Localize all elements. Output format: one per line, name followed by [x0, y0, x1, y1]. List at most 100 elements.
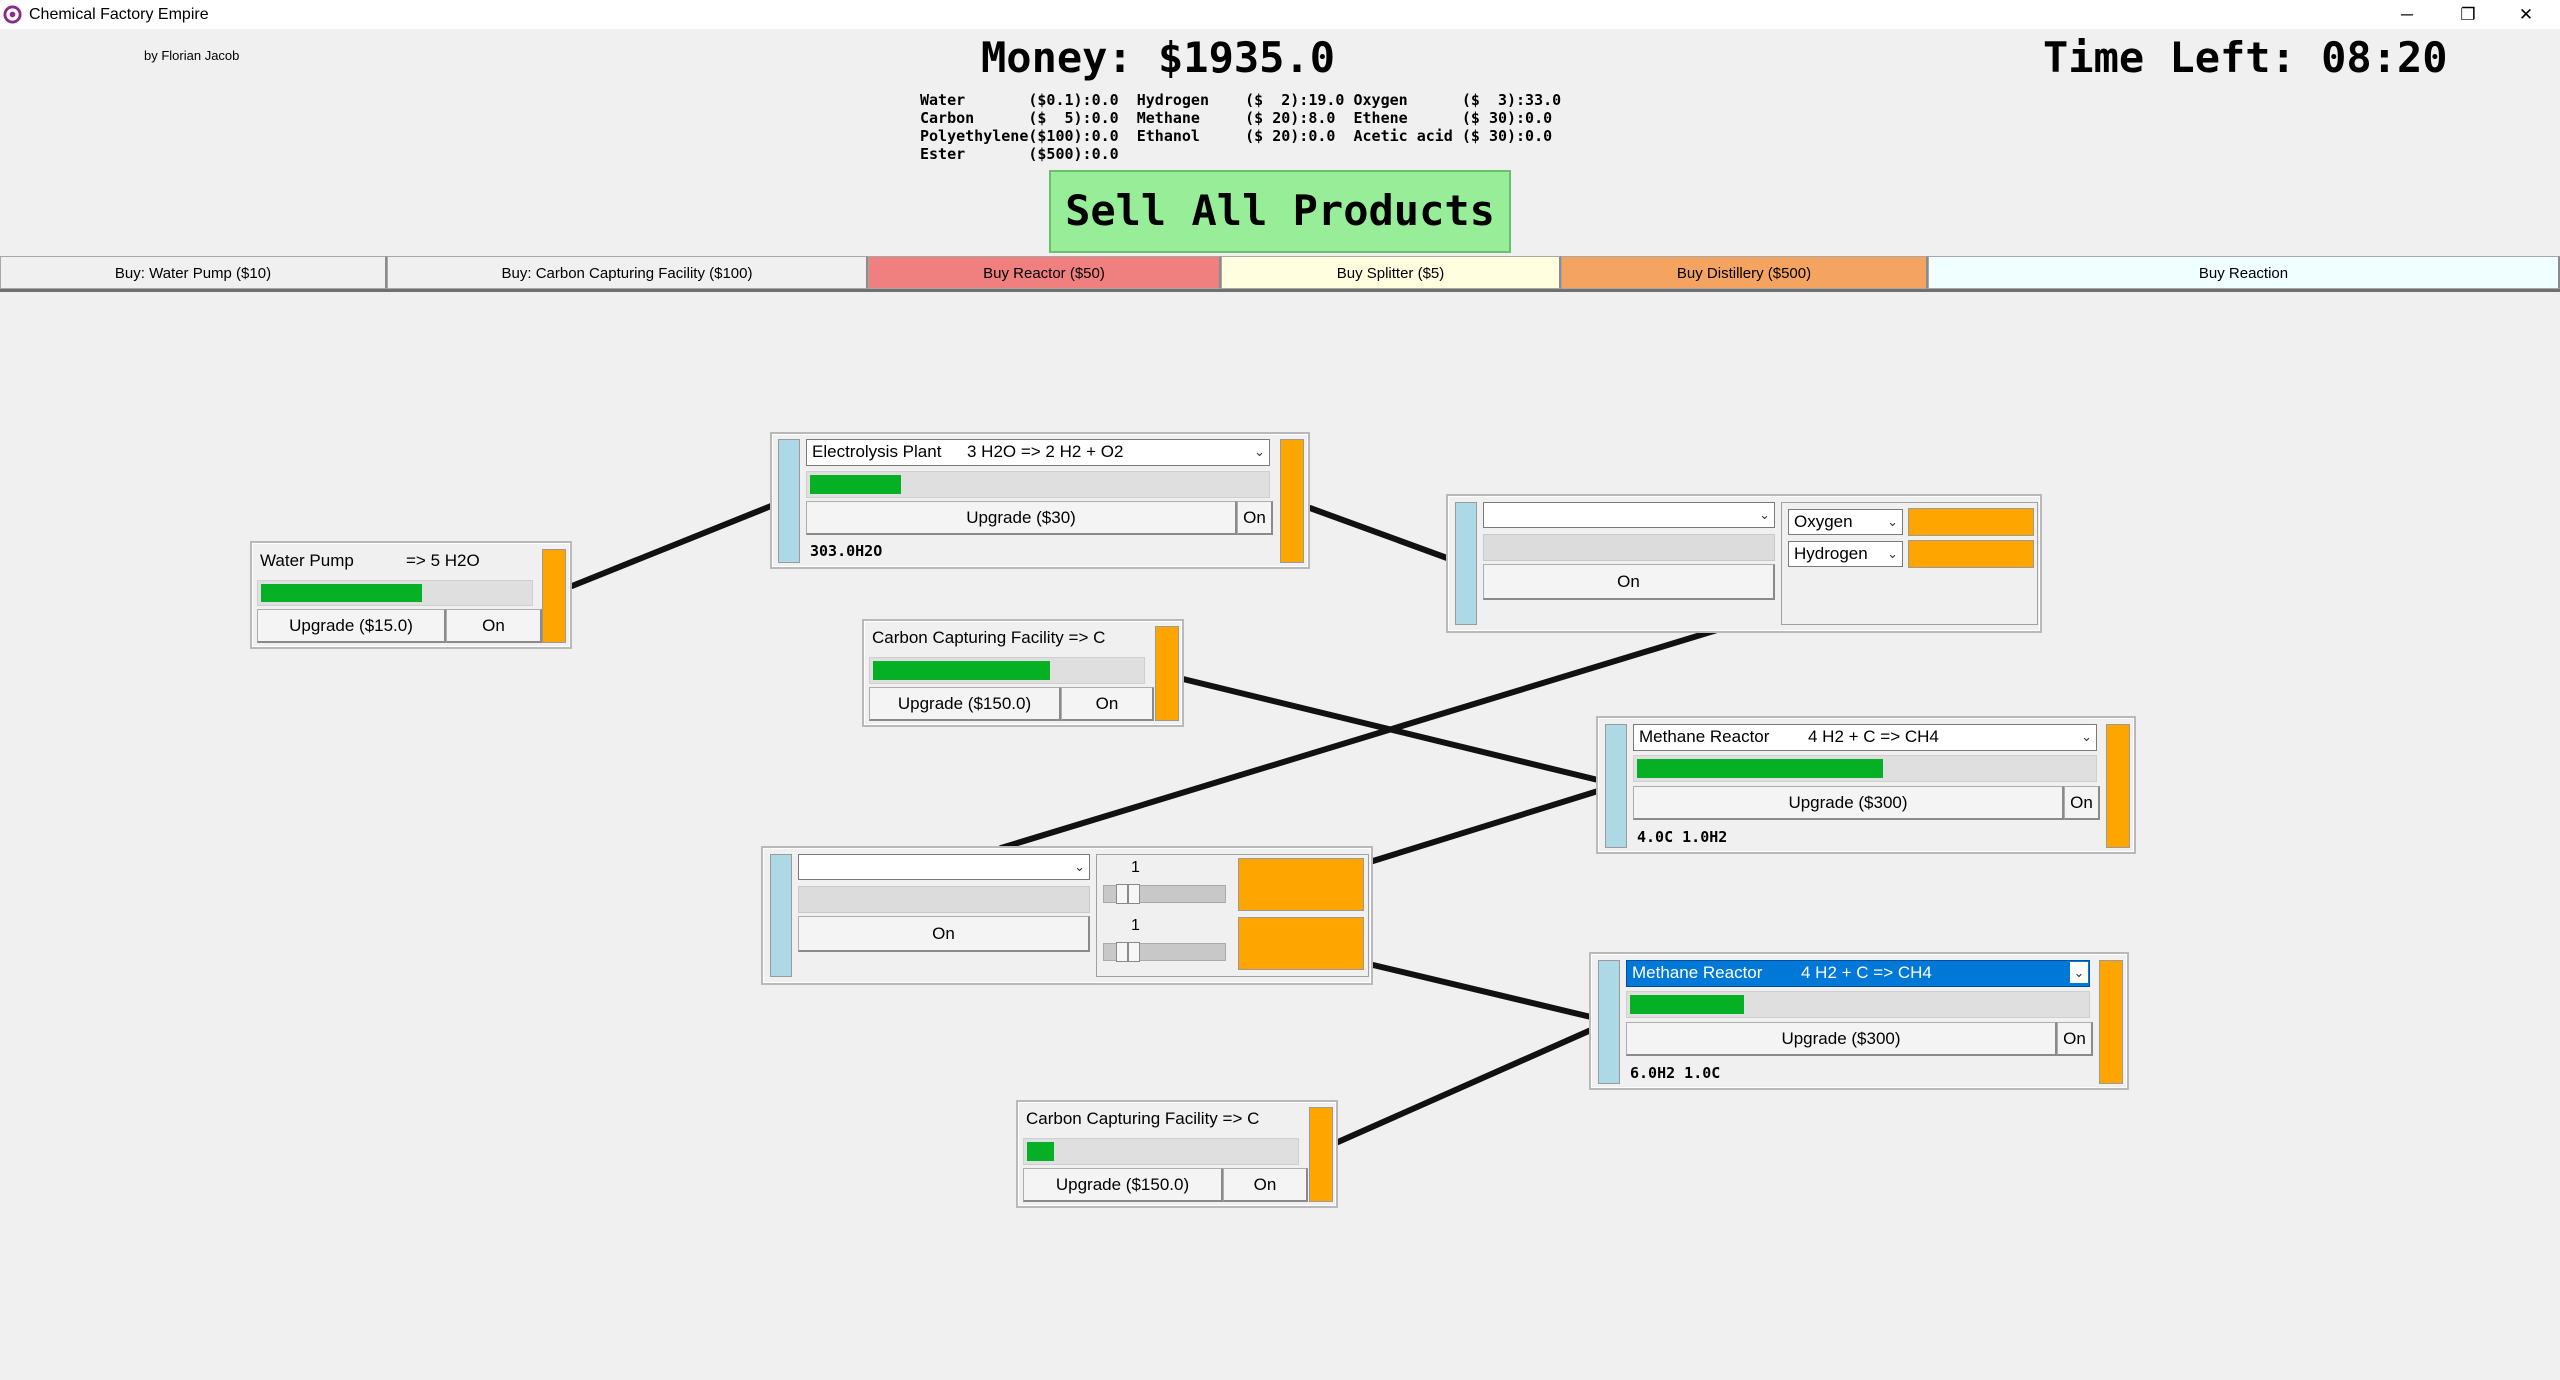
output-product-select-value: Oxygen	[1794, 512, 1853, 531]
chevron-down-icon: ⌄	[1074, 859, 1085, 874]
pipe-electrolysis-to-distillery	[1307, 505, 1450, 561]
split-ratio-slider[interactable]	[1103, 884, 1226, 904]
progress-bar-fill	[1027, 1142, 1054, 1161]
output-slot[interactable]	[1238, 858, 1364, 911]
output-slot[interactable]	[1908, 508, 2034, 536]
distillation-select[interactable]: ⌄	[1483, 502, 1775, 528]
progress-bar-fill	[873, 661, 1050, 680]
slider-thumb[interactable]	[1128, 942, 1140, 962]
factory-canvas[interactable]: Water Pump => 5 H2O Upgrade ($15.0) On E…	[0, 289, 2560, 1380]
splitter-machine[interactable]: ⌄ On 1 1	[761, 846, 1373, 985]
close-icon[interactable]: ✕	[2518, 5, 2534, 24]
output-slot[interactable]	[1280, 439, 1304, 563]
output-panel: 1 1	[1096, 854, 1369, 977]
title-bar	[0, 0, 2560, 29]
output-slot[interactable]	[1238, 917, 1364, 970]
product-price-list: Water ($0.1):0.0 Hydrogen ($ 2):19.0 Oxy…	[920, 91, 1562, 163]
output-slot[interactable]	[1908, 540, 2034, 568]
reaction-select-name: Electrolysis Plant	[812, 442, 942, 461]
output-slot[interactable]	[542, 549, 566, 643]
upgrade-button[interactable]: Upgrade ($15.0)	[257, 609, 446, 643]
chevron-down-icon: ⌄	[1887, 546, 1898, 561]
progress-bar-fill	[810, 475, 901, 494]
output-product-select[interactable]: Oxygen ⌄	[1788, 509, 1903, 535]
pipe-splitter-to-methane1	[1370, 788, 1601, 864]
progress-bar	[257, 580, 533, 606]
on-toggle-button[interactable]: On	[2057, 1022, 2093, 1056]
on-toggle-button[interactable]: On	[798, 916, 1090, 952]
input-slot[interactable]	[1455, 502, 1477, 625]
upgrade-button[interactable]: Upgrade ($150.0)	[869, 687, 1061, 721]
output-slot[interactable]	[1309, 1107, 1333, 1202]
carbon-capturing-facility-machine[interactable]: Carbon Capturing Facility => C Upgrade (…	[862, 619, 1184, 727]
progress-bar	[798, 886, 1090, 913]
distillery-machine[interactable]: ⌄ On Oxygen ⌄ Hydrogen ⌄	[1446, 494, 2042, 633]
reaction-select-recipe: 4 H2 + C => CH4	[1801, 963, 1932, 982]
chevron-down-icon: ⌄	[2070, 962, 2088, 983]
on-toggle-button[interactable]: On	[446, 609, 542, 643]
slider-thumb[interactable]	[1116, 942, 1128, 962]
reaction-select[interactable]: Methane Reactor 4 H2 + C => CH4 ⌄	[1626, 960, 2090, 987]
reaction-select[interactable]: Methane Reactor 4 H2 + C => CH4 ⌄	[1633, 724, 2097, 751]
pipe-splitter-to-methane2	[1370, 962, 1594, 1020]
on-toggle-button[interactable]: On	[1061, 687, 1154, 721]
output-product-select[interactable]: Hydrogen ⌄	[1788, 541, 1903, 567]
restore-icon[interactable]: ❐	[2460, 5, 2476, 24]
progress-bar	[1633, 755, 2097, 782]
water-pump-machine[interactable]: Water Pump => 5 H2O Upgrade ($15.0) On	[250, 541, 572, 649]
methane-reactor-machine[interactable]: Methane Reactor 4 H2 + C => CH4 ⌄ Upgrad…	[1589, 952, 2129, 1090]
progress-bar	[869, 657, 1145, 684]
pipe-waterpump-to-electrolysis	[569, 503, 774, 589]
output-product-select-value: Hydrogen	[1794, 544, 1868, 563]
reaction-select[interactable]: Electrolysis Plant 3 H2O => 2 H2 + O2 ⌄	[806, 439, 1270, 466]
on-toggle-button[interactable]: On	[1223, 1168, 1308, 1202]
buy-reaction-button[interactable]: Buy Reaction	[1928, 256, 2560, 289]
input-slot[interactable]	[778, 439, 800, 563]
upgrade-button[interactable]: Upgrade ($300)	[1633, 786, 2064, 820]
money-display: Money: $1935.0	[981, 33, 1336, 82]
output-panel: Oxygen ⌄ Hydrogen ⌄	[1781, 502, 2038, 625]
input-slot[interactable]	[1605, 724, 1627, 848]
progress-bar	[1626, 991, 2090, 1018]
pipe-distillery-to-splitter	[998, 627, 1720, 851]
chevron-down-icon: ⌄	[2081, 729, 2092, 744]
minimize-icon[interactable]: ─	[2400, 5, 2414, 24]
byline: by Florian Jacob	[144, 48, 240, 63]
progress-bar-fill	[1637, 759, 1883, 778]
time-left-display: Time Left: 08:20	[2043, 33, 2448, 82]
methane-reactor-machine[interactable]: Methane Reactor 4 H2 + C => CH4 ⌄ Upgrad…	[1596, 716, 2136, 854]
buy-splitter-button[interactable]: Buy Splitter ($5)	[1221, 256, 1561, 289]
output-slot[interactable]	[2106, 724, 2130, 848]
carbon-capturing-facility-machine[interactable]: Carbon Capturing Facility => C Upgrade (…	[1016, 1100, 1338, 1208]
progress-bar	[1483, 534, 1775, 561]
buy-distillery-button[interactable]: Buy Distillery ($500)	[1561, 256, 1928, 289]
chevron-down-icon: ⌄	[1759, 507, 1770, 522]
buy-water-pump-button[interactable]: Buy: Water Pump ($10)	[0, 256, 387, 289]
inventory-readout: 6.0H2 1.0C	[1630, 1064, 1721, 1082]
buy-carbon-capturing-facility-button[interactable]: Buy: Carbon Capturing Facility ($100)	[387, 256, 868, 289]
pipe-connections	[569, 503, 1720, 1145]
pipe-carbon1-to-methane1	[1180, 676, 1601, 783]
reaction-select-name: Methane Reactor	[1632, 963, 1763, 982]
output-slot[interactable]	[2099, 960, 2123, 1084]
input-slot[interactable]	[1598, 960, 1620, 1084]
output-slot[interactable]	[1155, 626, 1179, 721]
on-toggle-button[interactable]: On	[2064, 786, 2100, 820]
slider-thumb[interactable]	[1116, 884, 1128, 904]
upgrade-button[interactable]: Upgrade ($150.0)	[1023, 1168, 1223, 1202]
electrolysis-plant-machine[interactable]: Electrolysis Plant 3 H2O => 2 H2 + O2 ⌄ …	[770, 432, 1310, 569]
on-toggle-button[interactable]: On	[1483, 564, 1775, 600]
reaction-select-recipe: 3 H2O => 2 H2 + O2	[967, 442, 1124, 461]
splitter-select[interactable]: ⌄	[798, 854, 1090, 880]
split-ratio-slider[interactable]	[1103, 942, 1226, 962]
app-icon	[3, 5, 22, 24]
slider-thumb[interactable]	[1128, 884, 1140, 904]
machine-recipe: => 5 H2O	[406, 551, 480, 570]
upgrade-button[interactable]: Upgrade ($300)	[1626, 1022, 2057, 1056]
reaction-select-recipe: 4 H2 + C => CH4	[1808, 727, 1939, 746]
sell-all-products-button[interactable]: Sell All Products	[1049, 170, 1511, 253]
on-toggle-button[interactable]: On	[1237, 501, 1273, 535]
input-slot[interactable]	[770, 854, 792, 977]
buy-reactor-button[interactable]: Buy Reactor ($50)	[868, 256, 1221, 289]
upgrade-button[interactable]: Upgrade ($30)	[806, 501, 1237, 535]
